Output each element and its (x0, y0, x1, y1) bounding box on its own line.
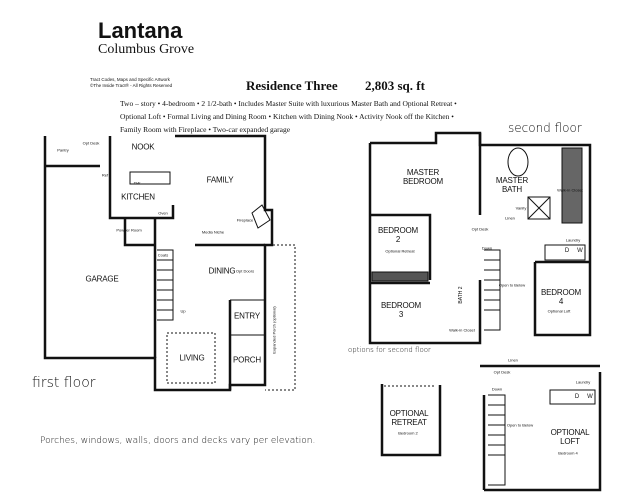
label-walk-in-closet-2: Walk-in Closet (449, 327, 475, 333)
label-linen: Linen (508, 357, 518, 363)
label-down: Down (481, 245, 493, 251)
description-line: Family Room with Fireplace • Two-car exp… (120, 125, 291, 134)
label-laundry: Laundry (565, 237, 581, 243)
room-optional-loft: OPTIONAL LOFT (550, 428, 590, 446)
label-dryer: D (564, 248, 570, 254)
room-bath-2: BATH 2 (458, 286, 464, 304)
room-bedroom-2: BEDROOM 2 (378, 226, 418, 244)
label-ref: Ref (101, 172, 109, 178)
label-walk-in-closet: Walk-in Closet (557, 187, 583, 193)
label-expanded-porch: Expanded Porch (optional) (271, 306, 277, 354)
second-floor-caption: second floor (508, 121, 582, 135)
room-master-bedroom: MASTER BEDROOM (403, 168, 443, 186)
square-footage: 2,803 sq. ft (365, 78, 425, 93)
label-opt-doors: Opt Doors (235, 268, 255, 274)
label-retreat-bedroom-2: Bedroom 2 (398, 430, 418, 436)
room-garage: GARAGE (85, 274, 119, 284)
room-porch: PORCH (233, 355, 261, 365)
label-laundry: Laundry (575, 379, 591, 385)
label-loft-bedroom-4: Bedroom 4 (558, 450, 578, 456)
label-washer: W (577, 248, 583, 254)
community-title: Lantana (98, 18, 183, 43)
room-living: LIVING (179, 353, 205, 363)
label-optional-retreat: Optional Retreat (385, 248, 415, 254)
label-opt-desk: Opt Desk (493, 369, 511, 375)
options-caption: options for second floor (348, 346, 431, 354)
room-entry: ENTRY (234, 311, 260, 321)
room-bedroom-3: BEDROOM 3 (381, 301, 421, 319)
label-open-to-below: Open to Below (498, 282, 526, 288)
label-washer: W (587, 394, 593, 400)
first-floor-caption: first floor (32, 375, 96, 391)
label-coats: Coats (157, 252, 169, 258)
room-bedroom-4: BEDROOM 4 (541, 288, 581, 306)
label-media-niche: Media Niche (201, 229, 225, 235)
residence-name: Residence Three (246, 78, 338, 93)
community-subtitle: Columbus Grove (98, 42, 195, 57)
label-dryer: D (574, 394, 580, 400)
room-nook: NOOK (131, 142, 155, 152)
room-kitchen: KITCHEN (121, 192, 155, 202)
label-opt-desk: Opt Desk (471, 226, 489, 232)
description-line: Optional Loft • Formal Living and Dining… (120, 112, 454, 121)
copyright-line2: ©The Inside Tract® - All Rights Reserved (90, 83, 173, 88)
room-optional-retreat: OPTIONAL RETREAT (389, 409, 429, 427)
room-master-bath: MASTER BATH (495, 176, 529, 194)
first-floor-details (129, 171, 296, 391)
copyright-line1: Tract Codes, Maps and Specific Artwork (90, 77, 170, 82)
label-optional-loft: Optional Loft (547, 308, 571, 314)
label-opt-desk: Opt Desk (82, 140, 100, 146)
second-floor-details (371, 147, 586, 331)
label-dw: DW (133, 180, 141, 186)
room-family: FAMILY (206, 175, 234, 185)
room-dining: DINING (208, 266, 236, 276)
label-oven: Oven (158, 210, 168, 216)
label-down: Down (491, 386, 503, 392)
options-walls (380, 364, 602, 492)
label-up: Up (180, 308, 186, 314)
label-linen: Linen (505, 215, 515, 221)
label-powder-room: Powder Room (116, 227, 142, 233)
second-floor-walls (368, 131, 592, 345)
label-pantry: Pantry (57, 147, 69, 153)
label-open-to-below: Open to Below (506, 422, 534, 428)
first-floor-walls (43, 134, 274, 392)
description-line: Two – story • 4-bedroom • 2 1/2-bath • I… (120, 99, 457, 108)
label-vanity: Vanity (515, 205, 527, 211)
label-fireplace: Fireplace (236, 217, 254, 223)
footer-note: Porches, windows, walls, doors and decks… (40, 436, 316, 446)
